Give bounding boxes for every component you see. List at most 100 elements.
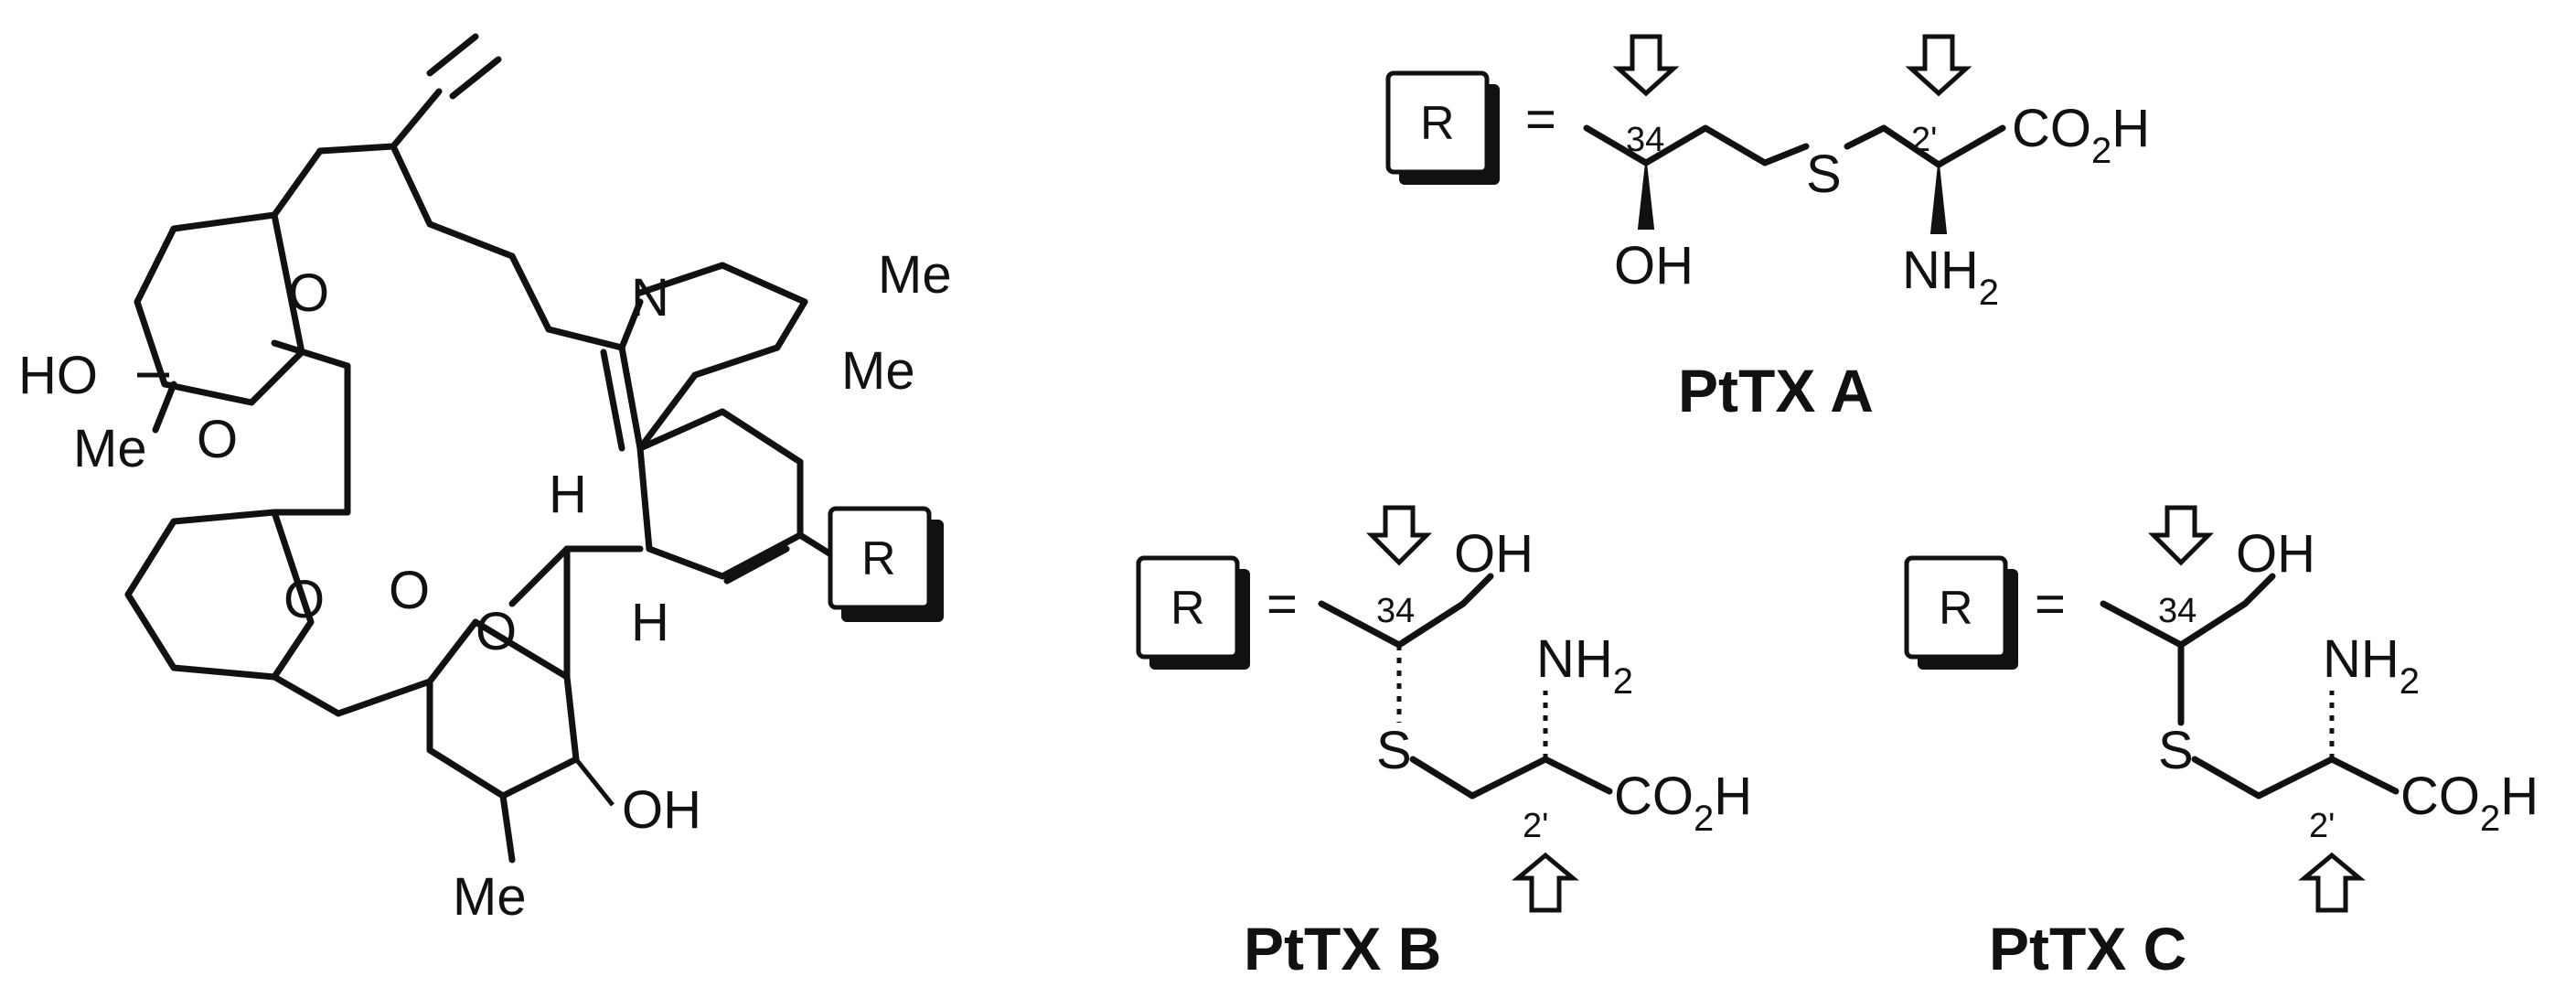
locant-2: 2' (1911, 121, 1937, 159)
s-label: S (1376, 721, 1412, 780)
chain-c-bonds (2100, 573, 2276, 649)
ring-bond (618, 344, 644, 452)
ring-bond (563, 673, 580, 763)
r-box (1904, 555, 2008, 660)
locant-34: 34 (1626, 121, 1664, 159)
s-label: S (1806, 145, 1842, 204)
oh-label: OH (1454, 524, 1534, 584)
equals-sign: = (2035, 574, 2066, 634)
ring-bond (271, 673, 342, 717)
n-label: N (631, 268, 669, 327)
ring-bond (335, 678, 433, 717)
h-bottom-label: H (631, 593, 669, 652)
h-top-label: H (549, 465, 587, 524)
side-chain-b: R = 34 2' OH S NH2 CO2H PtTX B (1136, 505, 1752, 982)
arrow-down-icon (1365, 505, 1433, 566)
chain-bond (1935, 124, 2006, 168)
oh-label: OH (622, 780, 701, 840)
chain-bond (1844, 124, 1887, 150)
arrow-up-icon (1512, 852, 1579, 913)
wedge-bond (1637, 162, 1655, 230)
caption-pttx-a: PtTX A (1678, 357, 1874, 424)
chain-bond (1542, 756, 1613, 795)
exo-methylene-1 (426, 33, 479, 77)
chain-a-bonds (1583, 124, 1810, 166)
oh-label: OH (2236, 524, 2315, 584)
chain-bond (426, 220, 516, 260)
chain-bond (545, 326, 625, 351)
cyclohexene-bond (719, 408, 804, 466)
arrow-up-icon (2298, 852, 2366, 913)
bond-to-chain (271, 147, 324, 219)
bond-to-me (499, 792, 516, 864)
o-label: O (389, 561, 430, 620)
cyclohexene-bond (646, 545, 726, 580)
imine-double (600, 349, 625, 452)
cyclohexene-bond (636, 408, 726, 452)
side-chain-c: R = 34 2' OH S NH2 CO2H PtTX C (1904, 505, 2539, 982)
ring-bond (636, 262, 726, 296)
locant-2: 2' (1523, 807, 1548, 845)
chain-bond (1409, 756, 1476, 799)
ring-bond (774, 298, 808, 351)
chain-bond (390, 143, 433, 228)
chain-bond (390, 88, 443, 150)
ring-bond (271, 339, 351, 370)
me-left-label: Me (73, 419, 147, 478)
r-label: R (1170, 582, 1205, 635)
chain-bond (2328, 756, 2400, 795)
r-box (828, 506, 932, 610)
arrow-down-icon (2147, 505, 2215, 566)
ring-bond (508, 545, 571, 607)
arrow-down-icon (1905, 34, 1972, 97)
caption-pttx-b: PtTX B (1244, 915, 1441, 982)
cyclohexene-bond (636, 445, 653, 553)
core-structure: HO Me O O O O O N Me Me H H OH Me R (18, 33, 952, 927)
chain-b-bonds (1318, 573, 1494, 649)
nh2-label: NH2 (1536, 629, 1633, 702)
nh2-label: NH2 (1902, 241, 1999, 313)
locant-2: 2' (2309, 807, 2335, 845)
chain-bond (2191, 756, 2262, 799)
o-label: O (283, 570, 325, 629)
me-mid-label: Me (841, 341, 915, 401)
ring-bond (472, 618, 571, 681)
equals-sign: = (1525, 90, 1556, 149)
cyclohexene-double (723, 545, 790, 585)
co2h-label: CO2H (1614, 767, 1752, 839)
s-label: S (2158, 721, 2194, 780)
oh-label: OH (1614, 236, 1694, 295)
o-label: O (197, 410, 238, 469)
cyclohexene-bond (719, 531, 804, 580)
chain-bond (2255, 756, 2336, 799)
wedge-bond (1929, 164, 1948, 234)
chain-bond (1469, 756, 1549, 799)
r-label: R (1939, 582, 1973, 635)
side-chain-a: R = 34 2' S OH NH2 CO2H PtTX A (1385, 34, 2150, 424)
ho-label: HO (18, 346, 98, 405)
me-bottom-label: Me (453, 867, 527, 927)
r-label: R (861, 532, 896, 585)
nh2-label: NH2 (2323, 629, 2420, 702)
arrow-down-icon (1612, 34, 1680, 97)
o-label: O (288, 263, 329, 323)
ring-bond (426, 746, 507, 799)
ring-bond (691, 344, 781, 379)
ring-bond (719, 262, 808, 306)
r-box (1385, 70, 1490, 175)
ring-bond (636, 371, 699, 452)
ring-bond (426, 618, 479, 685)
imine-bond (618, 298, 644, 351)
r-label: R (1420, 97, 1455, 150)
co2h-label: CO2H (2012, 99, 2150, 171)
co2h-label: CO2H (2400, 767, 2539, 839)
chain-bond (508, 252, 552, 333)
equals-sign: = (1267, 574, 1298, 634)
bond-to-me (152, 381, 177, 434)
ring-bond (499, 756, 580, 799)
r-box (1136, 555, 1240, 660)
exo-methylene-2 (449, 56, 502, 100)
me-top-label: Me (878, 245, 952, 305)
